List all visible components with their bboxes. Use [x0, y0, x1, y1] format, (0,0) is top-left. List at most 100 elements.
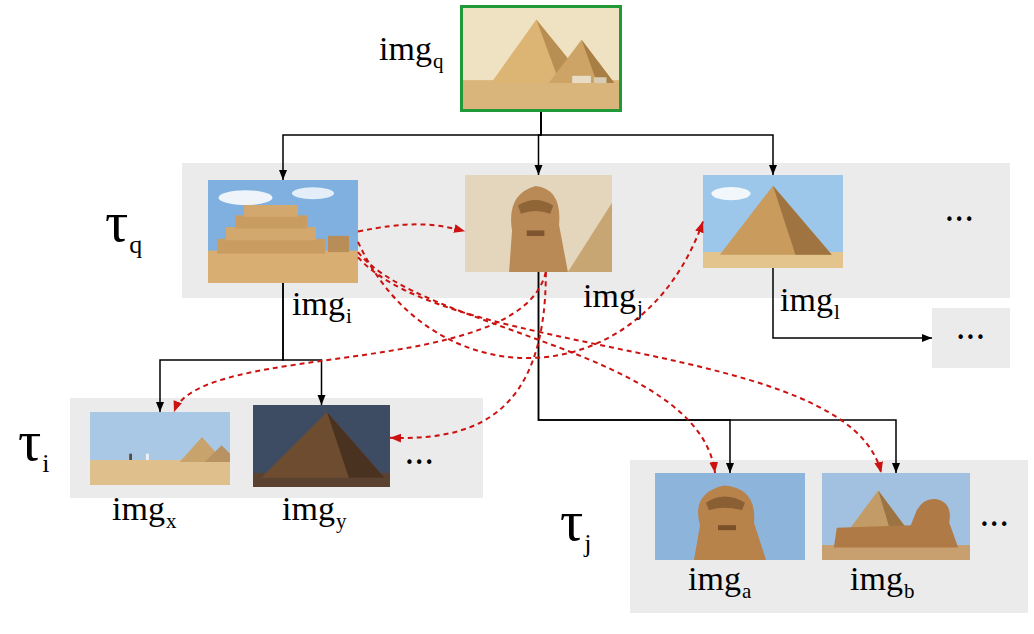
subscript: b: [904, 579, 915, 603]
photo-shape: [253, 405, 390, 487]
ellipsis: •••: [945, 213, 975, 228]
subscript: q: [129, 230, 142, 259]
photo-shape: [594, 77, 606, 83]
tree-connector: [539, 272, 731, 473]
sphinx-photo: [655, 473, 805, 560]
photo-shape: [208, 251, 358, 283]
level-band: τq••• imgi imgj imgl: [182, 163, 1010, 298]
image-node: imga: [655, 473, 805, 560]
image-node: imgl: [703, 175, 843, 268]
similarity-link: [174, 272, 546, 412]
subscript: i: [42, 449, 49, 478]
photo-shape: [90, 460, 230, 485]
image-name: img: [850, 560, 903, 597]
sphinx-photo: [465, 175, 612, 272]
photo-shape: [773, 186, 832, 255]
image-label: imgi: [292, 287, 352, 321]
pyramid-photo: [253, 405, 390, 487]
photo-shape: [235, 215, 307, 228]
image-name: img: [583, 277, 636, 314]
level-symbol: τ: [105, 189, 128, 254]
photo-shape: [568, 203, 612, 272]
photo-shape: [208, 180, 358, 283]
similarity-link: [358, 252, 715, 473]
pyramid-photo: [703, 175, 843, 268]
photo-shape: [518, 200, 553, 214]
image-label: imgj: [583, 279, 643, 313]
ellipsis: •••: [405, 456, 435, 471]
tree-connector: [539, 272, 897, 473]
photo-shape: [226, 227, 316, 240]
tree-connector: [539, 112, 542, 175]
level-symbol: τ: [18, 408, 41, 473]
photo-shape: [549, 40, 615, 83]
photo-shape: [720, 186, 832, 255]
ellipsis: •••: [980, 518, 1010, 533]
image-name: img: [112, 490, 165, 527]
level-band: τj••• imga imgb: [630, 460, 1028, 613]
image-name: img: [780, 281, 833, 318]
subscript: j: [637, 296, 643, 320]
subscript: l: [834, 300, 840, 324]
image-node: imgj: [465, 175, 612, 272]
photo-shape: [328, 236, 349, 252]
level-band: •••: [932, 308, 1010, 368]
photo-shape: [694, 485, 766, 560]
photo-shape: [327, 412, 385, 478]
subscript: i: [346, 304, 352, 328]
level-label: τq: [105, 193, 142, 251]
image-label: imgl: [780, 283, 840, 317]
image-label: imga: [688, 562, 751, 596]
image-node: imgy: [253, 405, 390, 487]
level-label: τi: [18, 412, 50, 470]
photo-shape: [711, 187, 750, 200]
image-node: imgb: [822, 473, 970, 560]
photo-shape: [834, 499, 958, 547]
photo-shape: [129, 454, 132, 460]
photo-shape: [527, 230, 545, 236]
photo-shape: [572, 76, 591, 83]
similarity-link: [390, 272, 546, 438]
photo-shape: [718, 525, 736, 530]
photo-shape: [217, 239, 325, 254]
photo-shape: [261, 412, 384, 478]
subscript: j: [584, 529, 591, 558]
subscript: x: [166, 509, 177, 533]
photo-shape: [465, 175, 612, 272]
photo-shape: [703, 175, 843, 268]
subscript: q: [433, 49, 444, 73]
image-name: img: [379, 30, 432, 67]
photo-shape: [219, 190, 273, 205]
subscript: a: [742, 579, 751, 603]
photo-shape: [822, 473, 970, 560]
pyramid-photo: [463, 8, 619, 109]
photo-shape: [878, 490, 908, 530]
photo-shape: [292, 187, 334, 199]
tree-connector: [283, 283, 322, 405]
photo-shape: [849, 490, 908, 530]
photo-shape: [146, 454, 149, 460]
step-pyramid-photo: [208, 180, 358, 283]
image-name: img: [688, 560, 741, 597]
image-name: img: [282, 490, 335, 527]
sphinx-photo: [822, 473, 970, 560]
level-symbol: τ: [560, 488, 583, 553]
image-node: imgq: [460, 5, 622, 112]
photo-shape: [205, 445, 230, 462]
tree-connector: [773, 268, 932, 338]
similarity-link: [358, 222, 703, 359]
photo-shape: [463, 80, 619, 109]
tree-connector: [160, 283, 283, 412]
similarity-link: [358, 257, 881, 473]
image-name: img: [292, 285, 345, 322]
image-label: imgx: [112, 492, 176, 526]
level-band: τi••• imgx imgy: [70, 398, 483, 498]
photo-shape: [244, 205, 298, 217]
image-label: imgb: [850, 562, 914, 596]
photo-shape: [509, 186, 568, 272]
photo-shape: [463, 8, 619, 109]
photo-shape: [655, 473, 805, 560]
photo-shape: [90, 412, 230, 485]
